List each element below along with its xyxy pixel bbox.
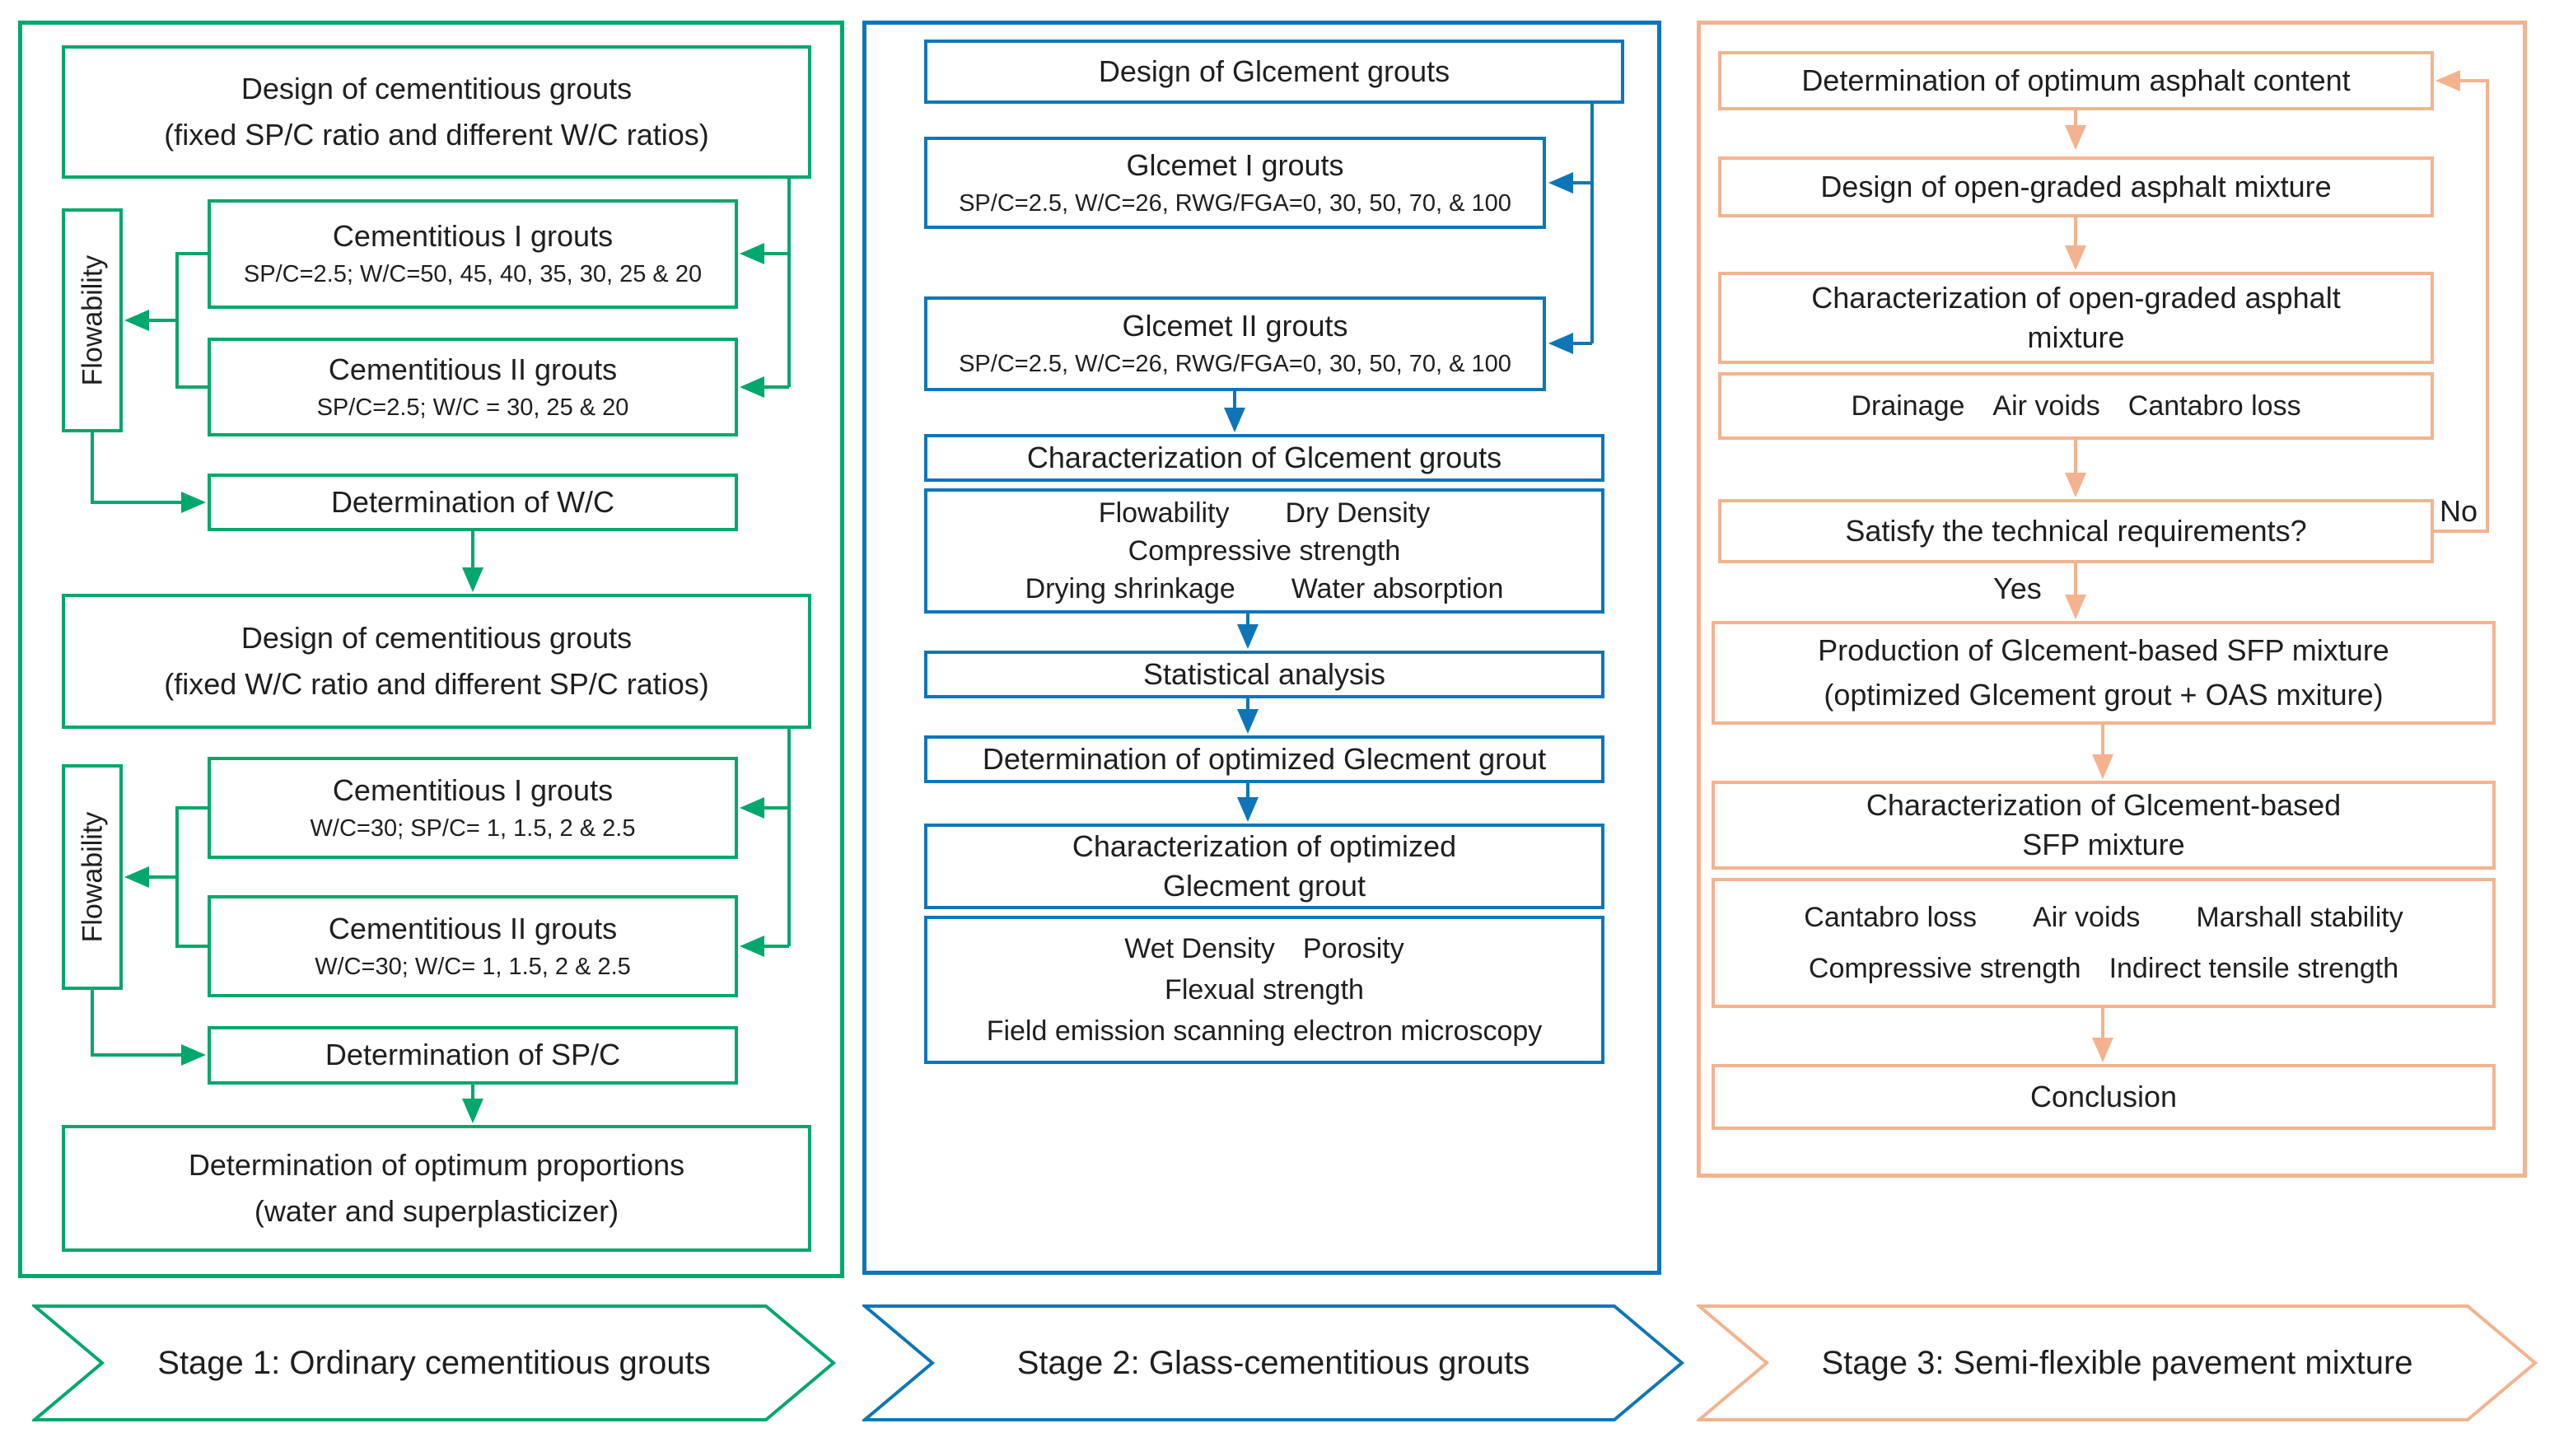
s1-cem2a-sub: SP/C=2.5; W/C = 30, 25 & 20 [316,394,629,421]
s2-box-statistical: Statistical analysis [924,651,1604,698]
s2-props2-line2: Flexual strength [1165,973,1364,1006]
s3-banner-chevron [1697,1304,2538,1421]
s3-box-satisfy: Satisfy the technical requirements? [1718,499,2434,563]
s3-box-properties1: Drainage Air voids Cantabro loss [1718,372,2434,440]
s1-flowability-box-2: Flowability [62,764,123,990]
s2-box-characterization: Characterization of Glcement grouts [924,434,1604,482]
s3-box-char-sfp: Characterization of Glcement-based SFP m… [1712,781,2496,870]
s2-banner-label: Stage 2: Glass-cementitious grouts [1016,1344,1530,1381]
s1-box-optimum: Determination of optimum proportions (wa… [62,1125,811,1252]
s1-box-det-spc: Determination of SP/C [208,1026,738,1085]
s3-production-line1: Production of Glcement-based SFP mixture [1818,632,2389,667]
s3-det-asphalt-label: Determination of optimum asphalt content [1801,63,2351,97]
s2-design-label: Design of Glcement grouts [1098,54,1450,88]
s3-props1-line: Drainage Air voids Cantabro loss [1851,390,2301,422]
s3-banner-label: Stage 3: Semi-flexible pavement mixture [1821,1344,2413,1381]
s2-props1-line3: Drying shrinkage Water absorption [1025,573,1504,605]
s3-box-conclusion: Conclusion [1712,1064,2496,1130]
s2-box-properties2: Wet Density Porosity Flexual strength Fi… [924,916,1604,1064]
s1-box-design-b: Design of cementitious grouts (fixed W/C… [62,594,811,729]
s1-arrow-into-detspc [91,990,206,1066]
s2-det-optimized-label: Determination of optimized Glecment grou… [982,741,1547,776]
s1-cem2b-title: Cementitious II grouts [328,911,618,945]
s2-banner-shape [862,1304,1684,1421]
s1-banner-chevron [32,1304,836,1421]
s3-outer-frame [1697,21,2527,1178]
s1-cem2a-title: Cementitious II grouts [328,352,618,386]
s2-box-glcemet1: Glcemet I grouts SP/C=2.5, W/C=26, RWG/F… [924,137,1546,229]
s2-props1-line1: Flowability Dry Density [1098,497,1431,529]
s3-props2-line2: Compressive strength Indirect tensile st… [1808,953,2399,984]
s1-cem1a-sub: SP/C=2.5; W/C=50, 45, 40, 35, 30, 25 & 2… [243,261,703,288]
s3-design-oga-label: Design of open-graded asphalt mixture [1820,169,2332,203]
s1-banner-shape [32,1304,836,1421]
s3-char-sfp-line1: Characterization of Glcement-based [1866,787,2342,822]
s1-det-wc-label: Determination of W/C [330,484,615,519]
s2-props1-line2: Compressive strength [1128,534,1401,567]
s3-box-production: Production of Glcement-based SFP mixture… [1712,621,2496,725]
s1-design-b-line2: (fixed W/C ratio and different SP/C rati… [164,667,709,701]
s2-char-opt-line2: Glecment grout [1162,869,1366,903]
s2-box-char-optimized: Characterization of optimized Glecment g… [924,824,1604,909]
s1-banner: Stage 1: Ordinary cementitious grouts [32,1304,836,1422]
s3-no-feedback-loop [2434,70,2489,533]
s2-glcemet1-sub: SP/C=2.5, W/C=26, RWG/FGA=0, 30, 50, 70,… [959,189,1511,217]
s3-yes-label: Yes [1993,572,2042,605]
s1-design-b-line1: Design of cementitious grouts [241,620,633,655]
s3-char-sfp-line2: SFP mixture [2022,828,2185,861]
s2-characterization-label: Characterization of Glcement grouts [1026,440,1502,474]
s2-statistical-label: Statistical analysis [1142,656,1386,691]
s3-box-char-oga: Characterization of open-graded asphalt … [1718,272,2434,364]
s1-optimum-line2: (water and superplasticizer) [254,1194,619,1228]
s1-box-cementitious2a: Cementitious II grouts SP/C=2.5; W/C = 3… [208,338,738,436]
s3-char-oga-line1: Characterization of open-graded asphalt [1811,280,2341,315]
s2-box-glcemet2: Glcemet II grouts SP/C=2.5, W/C=26, RWG/… [924,296,1546,391]
s3-conclusion-label: Conclusion [2029,1079,2178,1113]
s1-flowability-label-2: Flowability [76,811,108,943]
s2-glcemet1-title: Glcemet I grouts [1126,147,1344,182]
s1-box-design-a: Design of cementitious grouts (fixed SP/… [62,45,811,179]
s1-cem2b-sub: W/C=30; W/C= 1, 1.5, 2 & 2.5 [315,953,631,980]
s1-box-cementitious1a: Cementitious I grouts SP/C=2.5; W/C=50, … [208,199,738,309]
s3-no-label: No [2440,494,2478,528]
s1-flowability-box-1: Flowability [62,208,123,432]
s3-box-properties2: Cantabro loss Air voids Marshall stabili… [1712,878,2496,1008]
s3-banner: Stage 3: Semi-flexible pavement mixture [1697,1304,2538,1422]
s1-design-a-line1: Design of cementitious grouts [241,71,633,105]
s1-det-spc-label: Determination of SP/C [325,1038,621,1072]
s2-props2-line3: Field emission scanning electron microsc… [986,1015,1543,1048]
s3-box-det-asphalt: Determination of optimum asphalt content [1718,51,2434,110]
s3-banner-shape [1697,1304,2538,1421]
s2-banner-chevron [862,1304,1684,1421]
s2-box-design: Design of Glcement grouts [924,40,1624,104]
s1-box-cementitious2b: Cementitious II grouts W/C=30; W/C= 1, 1… [208,895,738,997]
s1-arrow-into-detwc [91,432,206,513]
s1-flowability-label-1: Flowability [76,254,108,386]
s2-box-properties1: Flowability Dry Density Compressive stre… [924,488,1604,614]
s1-cem1b-title: Cementitious I grouts [332,772,614,807]
s2-banner: Stage 2: Glass-cementitious grouts [862,1304,1684,1422]
s1-outer-frame [18,21,844,1278]
s1-banner-label: Stage 1: Ordinary cementitious grouts [157,1344,711,1381]
s2-glcemet2-title: Glcemet II grouts [1122,309,1348,343]
s3-char-oga-line2: mixture [2027,320,2125,354]
s1-cem1a-title: Cementitious I grouts [332,219,614,254]
s1-design-a-line2: (fixed SP/C ratio and different W/C rati… [164,118,709,152]
s2-props2-line1: Wet Density Porosity [1124,932,1404,964]
s1-box-det-wc: Determination of W/C [208,474,738,531]
s2-glcemet2-sub: SP/C=2.5, W/C=26, RWG/FGA=0, 30, 50, 70,… [959,351,1511,378]
s2-box-det-optimized: Determination of optimized Glecment grou… [924,735,1604,783]
s3-box-design-oga: Design of open-graded asphalt mixture [1718,156,2434,217]
s2-outer-frame [862,21,1661,1275]
s3-props2-line1: Cantabro loss Air voids Marshall stabili… [1804,901,2403,933]
s1-optimum-line1: Determination of optimum proportions [188,1147,685,1182]
s3-production-line2: (optimized Glcement grout + OAS mxiture) [1824,678,2384,712]
s1-cem1b-sub: W/C=30; SP/C= 1, 1.5, 2 & 2.5 [310,814,636,842]
s1-box-cementitious1b: Cementitious I grouts W/C=30; SP/C= 1, 1… [208,757,738,859]
s3-satisfy-label: Satisfy the technical requirements? [1845,513,2307,548]
s2-char-opt-line1: Characterization of optimized [1072,828,1457,863]
